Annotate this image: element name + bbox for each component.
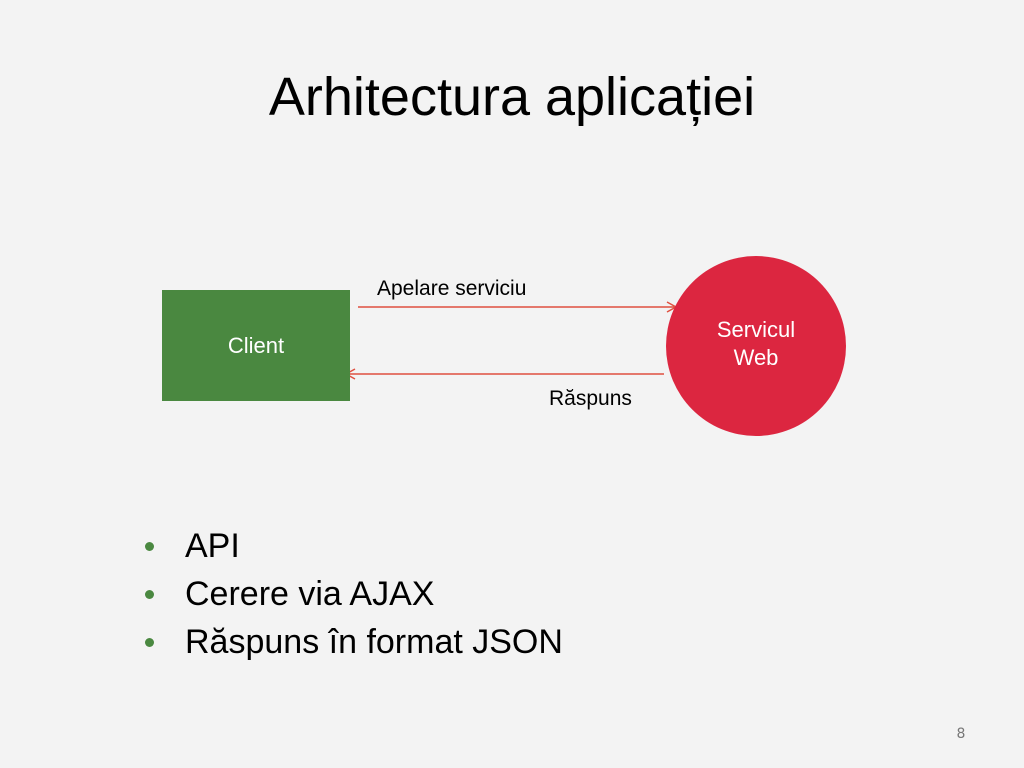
client-label: Client bbox=[227, 332, 285, 358]
response-arrow bbox=[344, 368, 664, 380]
response-arrow-label: Răspuns bbox=[549, 387, 632, 410]
bullet-item: Cerere via AJAX bbox=[145, 570, 563, 618]
web-service-node: Servicul Web bbox=[666, 256, 846, 436]
web-service-label: Servicul Web bbox=[716, 317, 796, 370]
page-number: 8 bbox=[956, 726, 966, 742]
request-arrow-label: Apelare serviciu bbox=[377, 277, 527, 300]
bullet-list: API Cerere via AJAX Răspuns în format JS… bbox=[145, 522, 563, 666]
request-arrow bbox=[358, 301, 678, 313]
bullet-dot-icon bbox=[145, 541, 154, 551]
client-node: Client bbox=[162, 290, 350, 401]
bullet-dot-icon bbox=[145, 589, 154, 599]
bullet-text: API bbox=[185, 527, 240, 565]
bullet-text: Cerere via AJAX bbox=[185, 575, 435, 613]
bullet-text: Răspuns în format JSON bbox=[185, 623, 563, 661]
bullet-item: Răspuns în format JSON bbox=[145, 618, 563, 666]
bullet-dot-icon bbox=[145, 637, 154, 647]
slide-title: Arhitectura aplicației bbox=[268, 67, 756, 127]
bullet-item: API bbox=[145, 522, 563, 570]
